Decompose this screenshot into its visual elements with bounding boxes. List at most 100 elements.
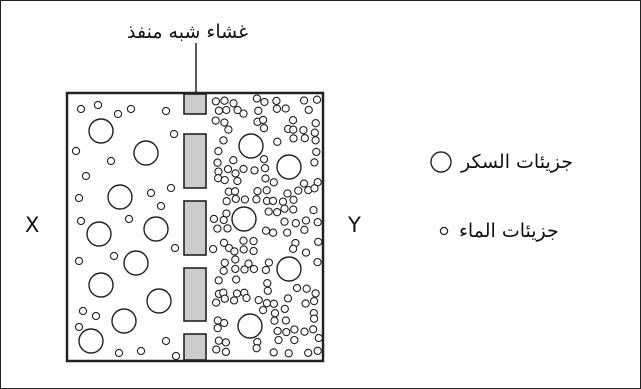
water-molecule — [74, 256, 84, 266]
water-molecule — [209, 214, 219, 224]
water-molecule — [136, 346, 146, 356]
water-molecule — [261, 174, 270, 183]
water-molecule — [260, 164, 270, 173]
water-molecule — [223, 224, 232, 233]
water-molecule — [221, 347, 231, 357]
water-molecule — [309, 205, 318, 215]
water-molecule — [311, 289, 320, 298]
sugar-molecules-right — [231, 133, 302, 339]
water-molecules-left — [71, 100, 181, 361]
water-molecule — [78, 306, 88, 316]
water-molecule-icon — [439, 226, 449, 236]
water-molecule — [219, 266, 228, 275]
water-molecule — [156, 201, 166, 211]
water-molecule — [288, 244, 298, 253]
water-molecule — [300, 134, 309, 143]
water-molecule — [283, 189, 292, 198]
water-molecule — [211, 298, 221, 307]
water-molecule — [301, 216, 311, 225]
water-molecule — [294, 186, 303, 195]
water-molecule — [258, 115, 268, 125]
water-molecule — [221, 338, 231, 347]
sugar-molecule — [123, 250, 149, 276]
water-molecule — [254, 106, 263, 115]
water-molecule — [273, 326, 282, 336]
water-molecule — [264, 207, 273, 216]
water-molecule — [299, 96, 309, 105]
water-molecule — [233, 176, 242, 186]
water-molecule — [278, 197, 288, 206]
water-molecule — [220, 118, 229, 127]
water-molecule — [232, 289, 242, 298]
water-molecule — [284, 349, 293, 358]
water-molecule — [220, 175, 229, 185]
water-molecule — [282, 327, 291, 337]
water-molecule — [71, 146, 81, 156]
legend-sugar-label: جزيئات السكر — [461, 151, 573, 173]
water-molecule — [311, 136, 320, 145]
water-molecule — [272, 96, 281, 106]
water-molecule — [314, 237, 323, 247]
water-molecule — [222, 105, 231, 115]
water-molecule — [124, 214, 134, 224]
water-molecule — [239, 236, 248, 245]
water-molecule — [301, 299, 310, 308]
water-molecule — [263, 286, 272, 295]
water-molecule — [76, 104, 86, 114]
water-molecule — [261, 226, 271, 235]
water-molecule — [231, 194, 240, 204]
water-molecule — [300, 327, 309, 336]
water-molecule — [214, 276, 223, 285]
water-molecule — [280, 217, 289, 226]
water-molecule — [270, 316, 279, 325]
water-molecule — [289, 205, 298, 214]
water-molecule — [169, 129, 179, 139]
water-molecule — [264, 258, 274, 267]
sugar-molecule — [146, 288, 172, 314]
semipermeable-membrane — [183, 93, 207, 361]
sugar-molecule — [111, 308, 137, 334]
water-molecule — [281, 316, 291, 325]
membrane-segment — [183, 333, 207, 361]
water-molecule — [263, 279, 272, 288]
water-molecule — [114, 348, 124, 358]
water-molecule — [310, 184, 319, 193]
water-molecule — [290, 325, 299, 334]
legend-water: جزيئات الماء — [437, 220, 559, 242]
water-molecule — [239, 109, 248, 118]
water-molecule — [272, 104, 282, 113]
water-molecule — [269, 299, 279, 308]
sugar-molecule — [231, 206, 257, 232]
water-molecule — [313, 218, 322, 227]
water-molecule — [91, 311, 101, 321]
water-molecule — [304, 105, 313, 115]
water-molecule — [310, 128, 319, 137]
water-molecule — [166, 183, 176, 193]
water-molecule — [242, 293, 251, 303]
water-molecule — [223, 164, 233, 174]
water-molecule — [214, 147, 223, 156]
water-molecule — [244, 259, 253, 268]
membrane-segment — [183, 200, 207, 256]
water-molecule — [309, 314, 319, 323]
water-molecule — [304, 348, 313, 358]
water-molecule — [258, 305, 268, 315]
membrane-segment — [183, 93, 207, 115]
water-molecule — [171, 351, 181, 361]
water-molecule — [302, 284, 311, 293]
water-molecule — [314, 333, 323, 343]
water-molecule — [229, 99, 238, 108]
water-molecule — [240, 265, 249, 274]
container-box — [65, 91, 325, 363]
sugar-molecule — [86, 221, 112, 247]
water-molecule — [81, 171, 91, 181]
sugar-molecule — [237, 313, 263, 339]
water-molecule — [252, 195, 261, 204]
water-molecule — [232, 275, 241, 284]
water-molecule — [288, 116, 298, 125]
water-molecule — [220, 294, 229, 303]
water-molecule — [109, 251, 119, 261]
water-molecule — [231, 255, 240, 264]
water-molecule — [219, 215, 228, 225]
